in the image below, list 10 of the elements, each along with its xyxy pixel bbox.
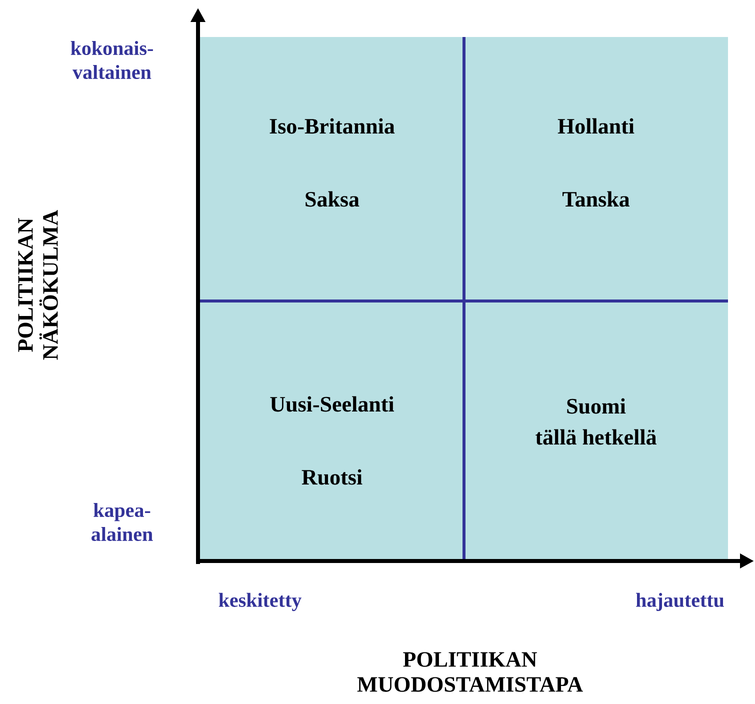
axis-tick-label: kapea- alainen bbox=[92, 502, 153, 542]
quadrant-box: Hollanti Tanska bbox=[464, 37, 728, 301]
axis-title: POLITIIKAN NÄKÖKULMA bbox=[18, 210, 58, 360]
axis-tick-label: kokonais- valtainen bbox=[70, 40, 153, 80]
axis-tick-label: keskitetty bbox=[218, 592, 302, 612]
axis-title: POLITIIKAN MUODOSTAMISTAPA bbox=[357, 652, 583, 692]
quadrant-box: Iso-Britannia Saksa bbox=[200, 37, 464, 301]
axis-tick-label: hajautettu bbox=[636, 592, 724, 612]
quadrant-box: Uusi-Seelanti Ruotsi bbox=[200, 301, 464, 562]
quadrant-box: Suomi tällä hetkellä bbox=[464, 301, 728, 562]
